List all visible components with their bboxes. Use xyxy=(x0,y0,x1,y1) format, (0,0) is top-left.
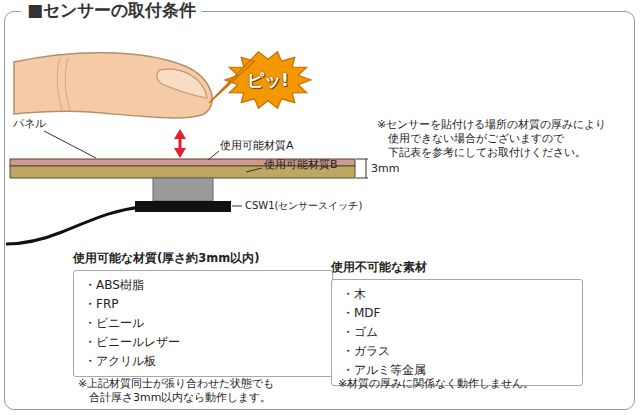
material-box: 使用可能な材質(厚さ約3mm以内) ・ABS樹脂・FRP・ビニール・ビニールレザー… xyxy=(73,251,333,377)
arrow-head xyxy=(174,148,186,158)
finger xyxy=(14,53,212,118)
material-item: ・木 xyxy=(342,285,572,304)
finger-crease xyxy=(65,58,70,110)
leader-line xyxy=(208,151,219,160)
material-item: ・ゴム xyxy=(342,323,572,342)
material-item: ・FRP xyxy=(84,295,322,314)
fingernail xyxy=(157,69,207,98)
leader-line xyxy=(232,206,242,207)
dimension-line xyxy=(366,159,367,178)
table-heading: 使用可能な材質(厚さ約3mm以内) xyxy=(73,251,333,266)
part-label: CSW1(センサースイッチ) xyxy=(245,199,362,213)
material-item: ・MDF xyxy=(342,304,572,323)
arrow-head xyxy=(174,129,186,139)
leader-line xyxy=(44,131,96,158)
material-box: 使用不可能な素材・木・MDF・ゴム・ガラス・アルミ等金属 xyxy=(331,260,583,386)
material-item: ・ABS樹脂 xyxy=(84,276,322,295)
part-label: 使用可能材質A xyxy=(220,138,294,153)
material-list: ・木・MDF・ゴム・ガラス・アルミ等金属 xyxy=(331,279,583,386)
sound-burst: ピッ! xyxy=(225,51,311,109)
sensor-body xyxy=(153,178,213,201)
material-list: ・ABS樹脂・FRP・ビニール・ビニールレザー・アクリル板 xyxy=(73,270,333,377)
note: ※上記材質同士が張り合わせた状態でも 合計厚さ3mm以内なら動作します。 xyxy=(78,377,317,405)
leader-line xyxy=(246,168,262,172)
title: ■センサーの取付条件 xyxy=(21,0,202,22)
part-label: パネル xyxy=(13,116,46,131)
note: ※センサーを貼付ける場所の材質の厚みにより 使用できない場合がございますので 下… xyxy=(377,118,640,160)
note: ※材質の厚みに関係なく動作しません。 xyxy=(338,377,589,391)
material-item: ・ガラス xyxy=(342,342,572,361)
part-label: 使用可能材質B xyxy=(264,157,338,172)
sound-text: ピッ! xyxy=(247,69,289,92)
dimension-label: 3mm xyxy=(371,162,399,175)
finger-crease xyxy=(57,58,62,110)
burst-outline xyxy=(209,52,311,109)
sensor-base xyxy=(135,201,231,212)
material-item: ・ビニールレザー xyxy=(84,333,322,352)
table-heading: 使用不可能な素材 xyxy=(331,260,583,275)
material-item: ・アクリル板 xyxy=(84,352,322,371)
cable xyxy=(6,207,142,244)
material-item: ・ビニール xyxy=(84,314,322,333)
